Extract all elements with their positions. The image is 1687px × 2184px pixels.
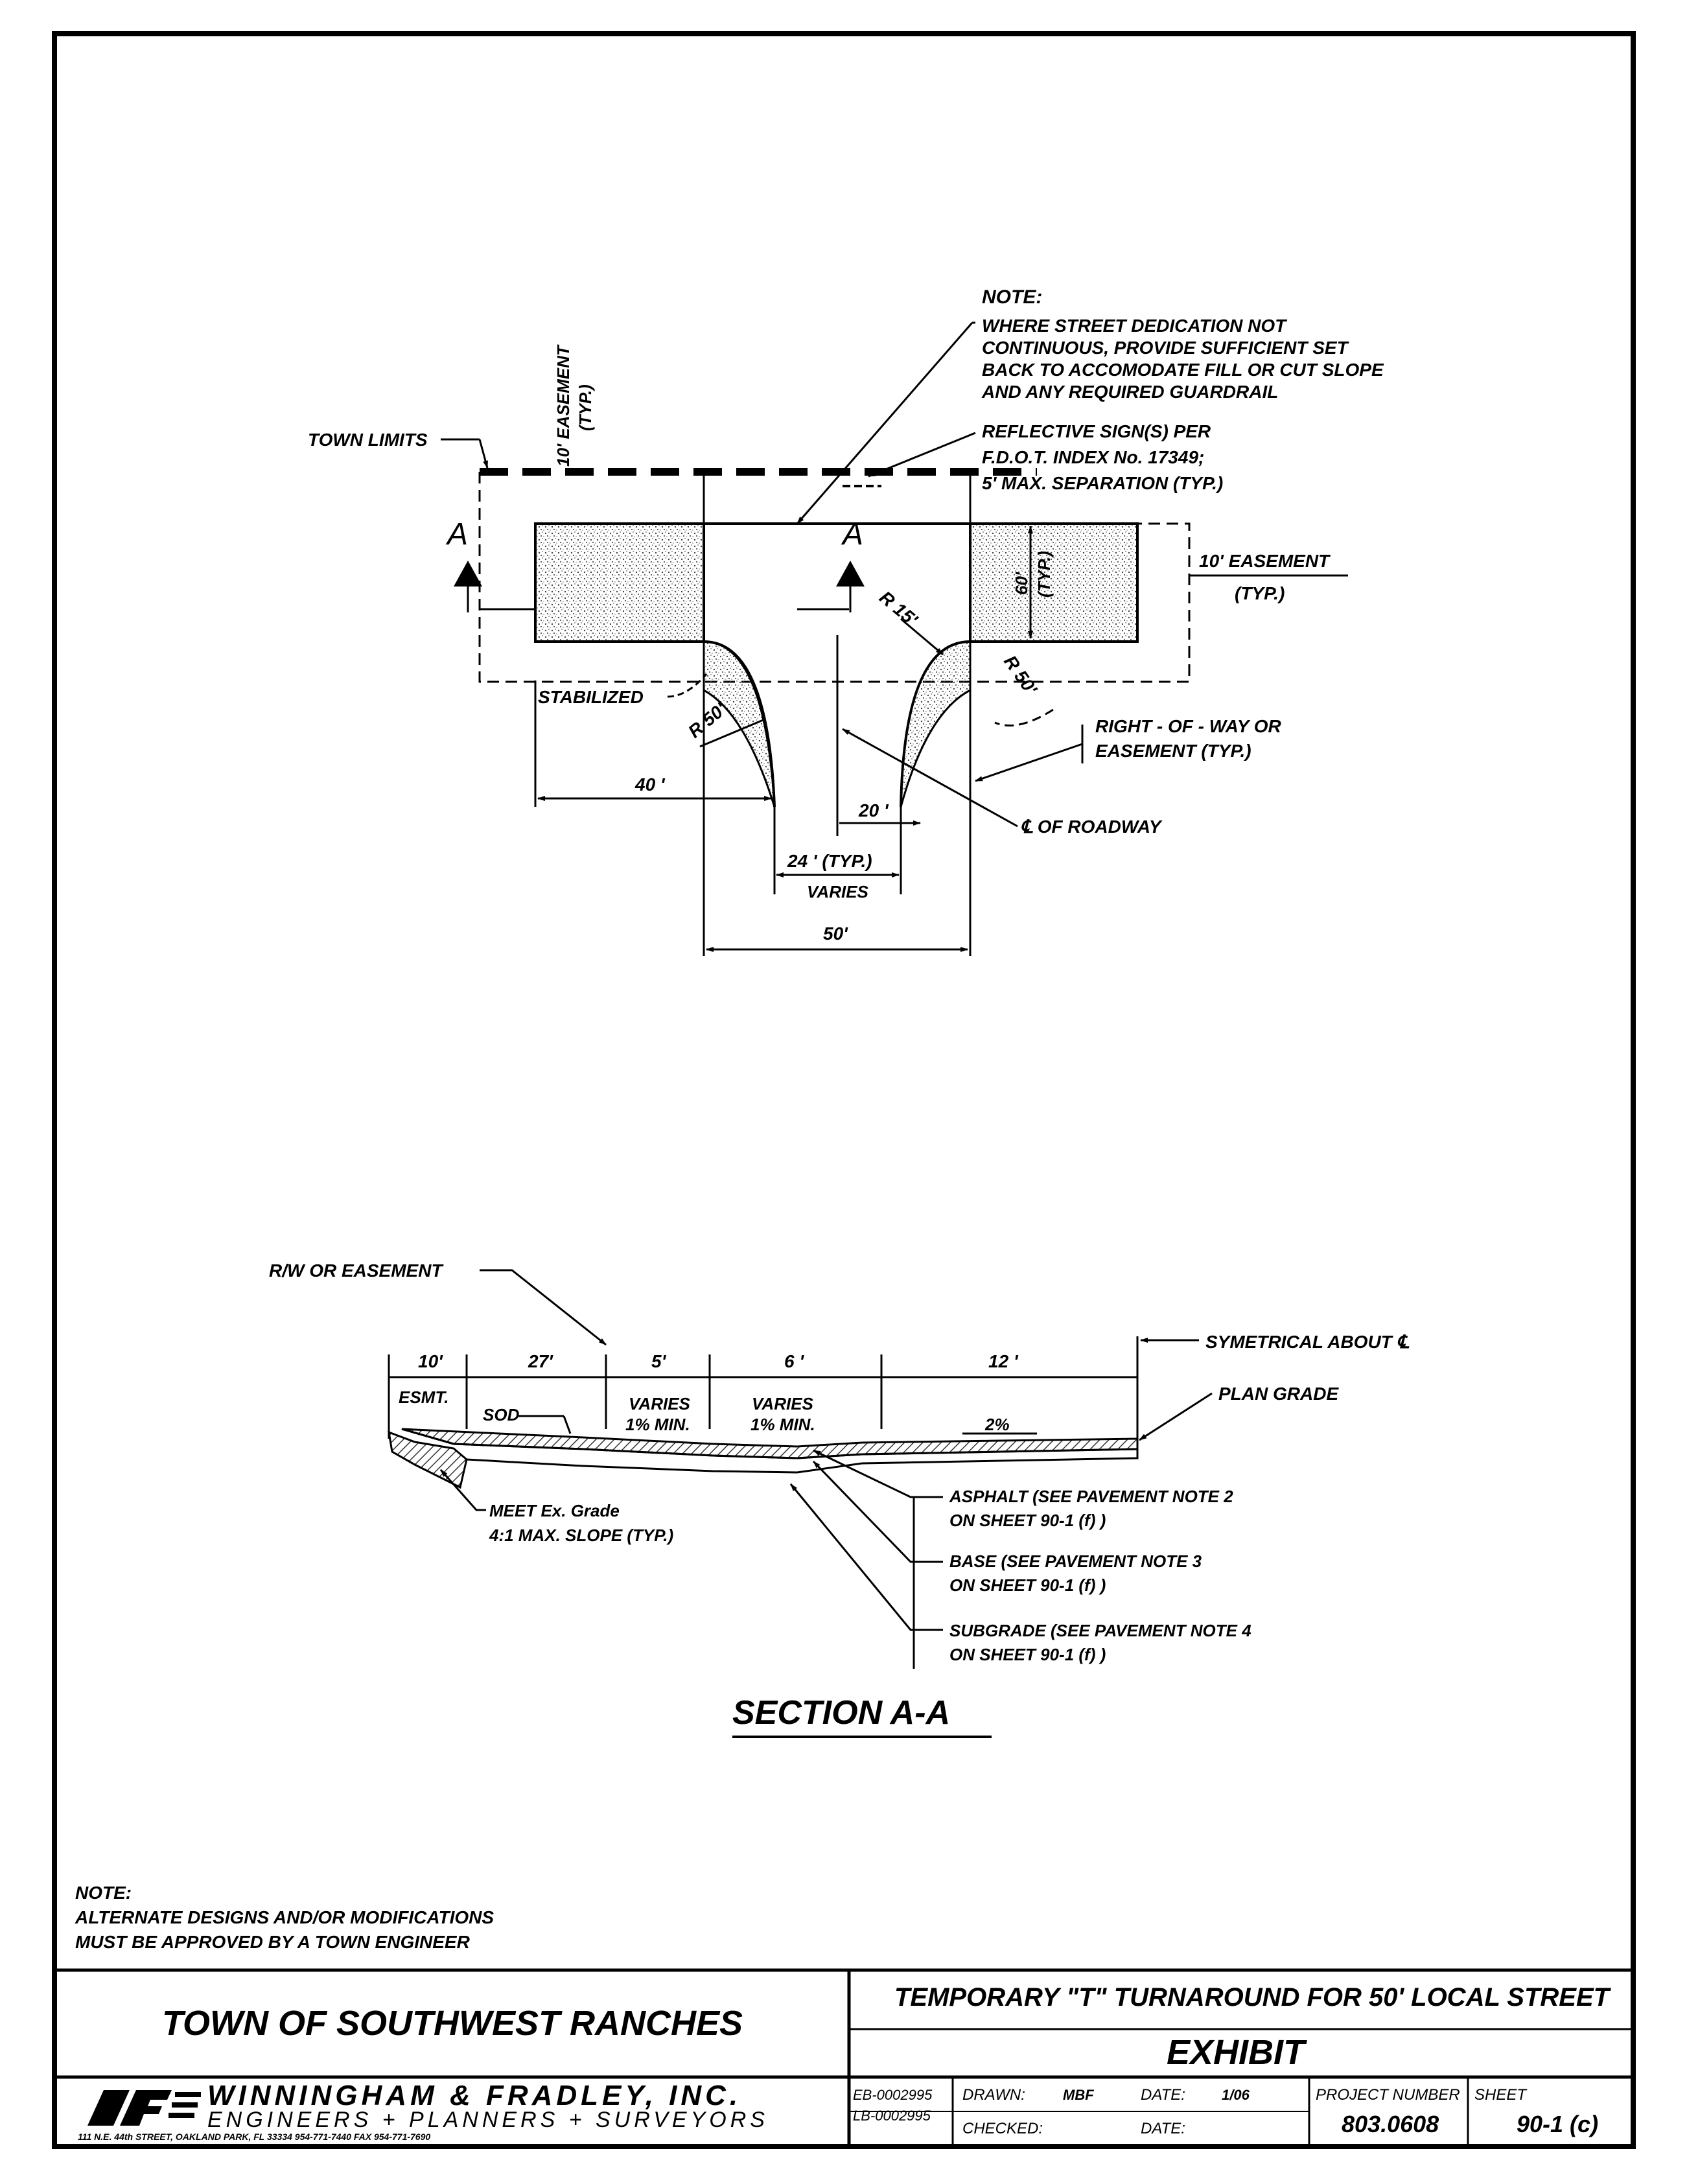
varies-1-line: VARIES (629, 1394, 691, 1413)
curb-fillet-right (900, 640, 971, 807)
base-note-line: BASE (SEE PAVEMENT NOTE 3 (949, 1551, 1202, 1571)
dim-typ-vertical: (TYP.) (1034, 551, 1054, 598)
easement-vertical-typ: (TYP.) (576, 384, 595, 431)
asphalt-note-line: ON SHEET 90-1 (f) ) (949, 1511, 1106, 1530)
sign-note-line: REFLECTIVE SIGN(S) PER (982, 421, 1211, 441)
title-block: TOWN OF SOUTHWEST RANCHES TEMPORARY "T" … (54, 1968, 1633, 2146)
firm-services: ENGINEERS + PLANNERS + SURVEYORS (207, 2108, 769, 2132)
firm-logo (87, 2090, 201, 2126)
bottom-note-title: NOTE: (75, 1883, 132, 1903)
easement-right-label: 10' EASEMENT (1199, 551, 1331, 571)
dim-60-vertical: 60' (1012, 572, 1031, 595)
subgrade-note-line: ON SHEET 90-1 (f) ) (949, 1645, 1106, 1664)
dim-40-label: 40 ' (634, 774, 666, 795)
section-title: SECTION A-A (732, 1694, 950, 1732)
sign-leader (868, 432, 976, 478)
checked-date-label: DATE: (1141, 2120, 1185, 2137)
curb-fillet-left (703, 640, 776, 807)
drawn-label: DRAWN: (962, 2086, 1025, 2104)
exhibit-label: EXHIBIT (1167, 2033, 1307, 2072)
row-leader (975, 743, 1083, 782)
section-view: R/W OR EASEMENT SYMETRICAL ABOUT ℄ PLAN … (269, 1260, 1410, 1738)
section-arrow-left (454, 561, 482, 587)
radius-15-label: R 15' (876, 587, 922, 631)
bottom-note-line: MUST BE APPROVED BY A TOWN ENGINEER (75, 1932, 471, 1952)
sign-note-line: F.D.O.T. INDEX No. 17349; (982, 447, 1204, 467)
sign-note-line: 5' MAX. SEPARATION (TYP.) (982, 473, 1223, 493)
bottom-note: NOTE: ALTERNATE DESIGNS AND/OR MODIFICAT… (75, 1883, 494, 1952)
slope-2pct: 2% (984, 1415, 1010, 1434)
base-layer (453, 1443, 1139, 1474)
section-dim: 10' (418, 1351, 443, 1371)
license-2: LB-0002995 (853, 2108, 931, 2124)
firm-name: WINNINGHAM & FRADLEY, INC. (207, 2080, 741, 2111)
plan-note-line: WHERE STREET DEDICATION NOT (982, 316, 1288, 336)
project-number-label: PROJECT NUMBER (1316, 2086, 1460, 2104)
plan-note-title: NOTE: (982, 286, 1042, 308)
dim-20-label: 20 ' (858, 800, 889, 820)
esmt-label: ESMT. (399, 1388, 449, 1407)
project-number-value: 803.0608 (1342, 2111, 1439, 2137)
easement-right-typ: (TYP.) (1235, 583, 1285, 603)
varies-2-line: 1% MIN. (750, 1415, 815, 1434)
row-note-line: EASEMENT (TYP.) (1095, 741, 1251, 761)
radius-right-label: R 50' (1000, 652, 1041, 699)
section-dim: 5' (651, 1351, 667, 1371)
dim-24-label: 24 ' (TYP.) (787, 851, 872, 871)
town-name: TOWN OF SOUTHWEST RANCHES (162, 2004, 743, 2043)
meet-note-line: MEET Ex. Grade (489, 1501, 620, 1520)
sod-label: SOD (483, 1405, 520, 1424)
town-limits-label: TOWN LIMITS (308, 430, 428, 450)
firm-address: 111 N.E. 44th STREET, OAKLAND PARK, FL 3… (78, 2132, 430, 2142)
bottom-note-line: ALTERNATE DESIGNS AND/OR MODIFICATIONS (75, 1907, 494, 1927)
meet-note-line: 4:1 MAX. SLOPE (TYP.) (489, 1526, 673, 1545)
cl-roadway-label: ℄ OF ROADWAY (1021, 817, 1163, 837)
easement-vertical-label: 10' EASEMENT (553, 344, 573, 467)
section-mark-left: A (445, 517, 468, 552)
plan-note-line: AND ANY REQUIRED GUARDRAIL (981, 382, 1278, 402)
easement-boundary (478, 472, 1191, 683)
asphalt-note-line: ASPHALT (SEE PAVEMENT NOTE 2 (949, 1487, 1233, 1506)
note-leader (796, 322, 973, 524)
license-1: EB-0002995 (853, 2087, 933, 2103)
sheet-value: 90-1 (c) (1517, 2111, 1598, 2137)
subgrade-note-line: SUBGRADE (SEE PAVEMENT NOTE 4 (949, 1621, 1251, 1640)
section-dim: 6 ' (784, 1351, 804, 1371)
checked-label: CHECKED: (962, 2120, 1043, 2137)
section-arrow-right (836, 561, 865, 587)
base-note-line: ON SHEET 90-1 (f) ) (949, 1575, 1106, 1595)
drawing-title: TEMPORARY "T" TURNAROUND FOR 50' LOCAL S… (894, 1983, 1612, 2012)
plan-view: A A NOTE: WHERE STREET DEDICATION NOT CO… (308, 286, 1384, 956)
plan-grade-label: PLAN GRADE (1218, 1384, 1339, 1404)
date-value: 1/06 (1222, 2087, 1250, 2103)
date-label: DATE: (1141, 2086, 1185, 2104)
plan-note-line: CONTINUOUS, PROVIDE SUFFICIENT SET (982, 338, 1350, 358)
section-dim: 27' (528, 1351, 553, 1371)
sheet-border (52, 31, 1636, 2149)
symmetrical-label: SYMETRICAL ABOUT ℄ (1205, 1332, 1410, 1352)
rw-easement-label: R/W OR EASEMENT (269, 1260, 444, 1281)
dim-50-label: 50' (823, 924, 848, 944)
varies-1-line: 1% MIN. (625, 1415, 690, 1434)
plan-note-line: BACK TO ACCOMODATE FILL OR CUT SLOPE (982, 360, 1384, 380)
section-mark-right: A (841, 517, 863, 552)
drawn-value: MBF (1063, 2087, 1094, 2103)
section-dim: 12 ' (988, 1351, 1019, 1371)
stabilized-area-right (969, 522, 1139, 643)
varies-label: VARIES (807, 882, 869, 901)
cl-leader (842, 728, 1018, 828)
varies-2-line: VARIES (752, 1394, 814, 1413)
row-note-line: RIGHT - OF - WAY OR (1095, 716, 1282, 736)
sheet-label: SHEET (1474, 2086, 1528, 2104)
stabilized-label: STABILIZED (538, 687, 644, 707)
stabilized-area-left (534, 522, 705, 643)
